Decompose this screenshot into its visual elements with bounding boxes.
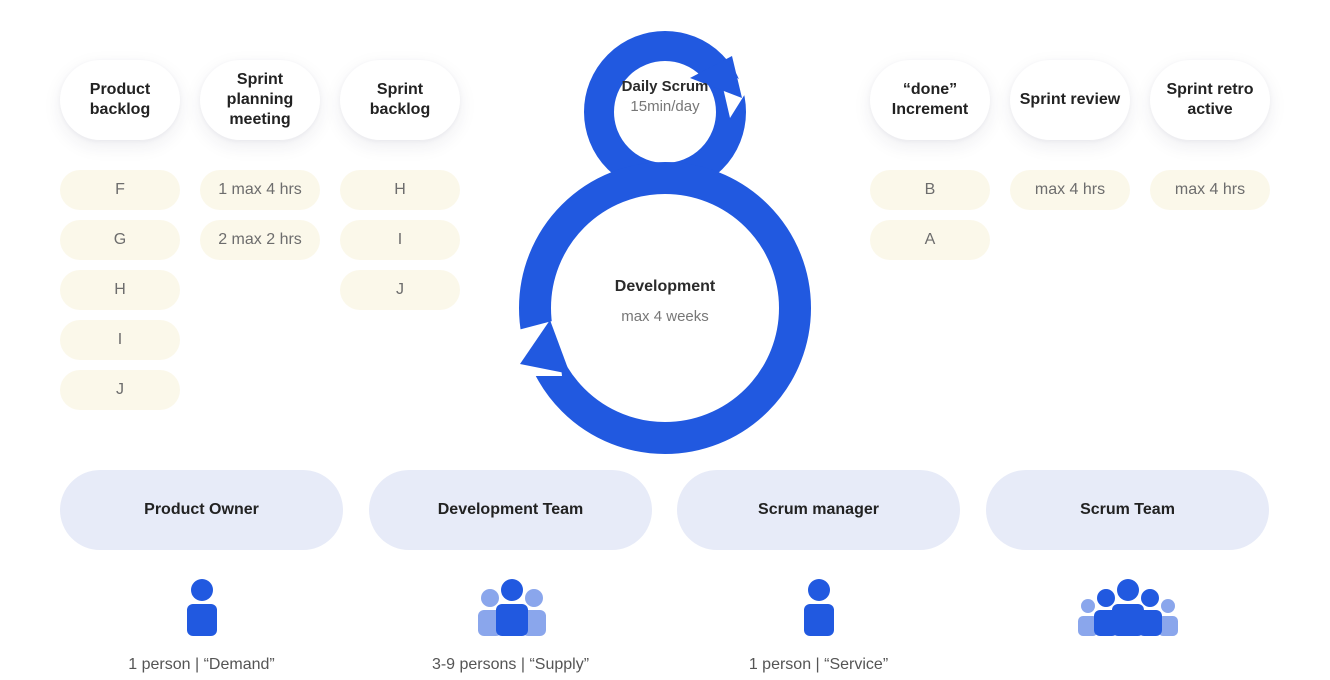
- list-item: A: [870, 220, 990, 260]
- header-done-increment: “done” Increment: [870, 60, 990, 140]
- role-scrum-manager: Scrum manager: [677, 470, 960, 550]
- daily-scrum-duration: 15min/day: [630, 98, 700, 115]
- product-backlog-list: F G H I J: [60, 170, 180, 420]
- role-development-team: Development Team: [369, 470, 652, 550]
- list-item: F: [60, 170, 180, 210]
- list-item: H: [60, 270, 180, 310]
- sprint-cycle-loop: [518, 31, 811, 454]
- list-item: I: [340, 220, 460, 260]
- sprint-planning-list: 1 max 4 hrs 2 max 2 hrs: [200, 170, 320, 270]
- role-scrum-team: Scrum Team: [986, 470, 1269, 550]
- header-product-backlog: Product backlog: [60, 60, 180, 140]
- header-sprint-retroactive: Sprint retro active: [1150, 60, 1270, 140]
- single-person-icon: [804, 579, 834, 636]
- list-item: I: [60, 320, 180, 360]
- development-arrow-icon: [520, 320, 570, 374]
- large-team-icon: [1078, 579, 1178, 636]
- header-sprint-review: Sprint review: [1010, 60, 1130, 140]
- caption-product-owner: 1 person | “Demand”: [128, 656, 275, 673]
- small-team-icon: [478, 579, 546, 636]
- list-item: B: [870, 170, 990, 210]
- list-item: max 4 hrs: [1150, 170, 1270, 210]
- caption-scrum-manager: 1 person | “Service”: [748, 656, 889, 673]
- role-product-owner: Product Owner: [60, 470, 343, 550]
- development-label: Development max 4 weeks: [580, 278, 750, 325]
- caption-development-team: 3-9 persons | “Supply”: [431, 656, 590, 673]
- sprint-retro-list: max 4 hrs: [1150, 170, 1270, 220]
- done-increment-list: B A: [870, 170, 990, 270]
- development-duration: max 4 weeks: [621, 308, 709, 325]
- list-item: J: [60, 370, 180, 410]
- daily-scrum-arrow-icon: [690, 56, 742, 98]
- list-item: G: [60, 220, 180, 260]
- list-item: 2 max 2 hrs: [200, 220, 320, 260]
- sprint-backlog-list: H I J: [340, 170, 460, 320]
- single-person-icon: [187, 579, 217, 636]
- list-item: 1 max 4 hrs: [200, 170, 320, 210]
- sprint-review-list: max 4 hrs: [1010, 170, 1130, 220]
- list-item: max 4 hrs: [1010, 170, 1130, 210]
- list-item: H: [340, 170, 460, 210]
- header-sprint-backlog: Sprint backlog: [340, 60, 460, 140]
- development-title: Development: [614, 278, 716, 295]
- daily-scrum-label: Daily Scrum 15min/day: [605, 78, 725, 115]
- daily-scrum-title: Daily Scrum: [621, 78, 709, 95]
- list-item: J: [340, 270, 460, 310]
- header-sprint-planning-meeting: Sprint planning meeting: [200, 60, 320, 140]
